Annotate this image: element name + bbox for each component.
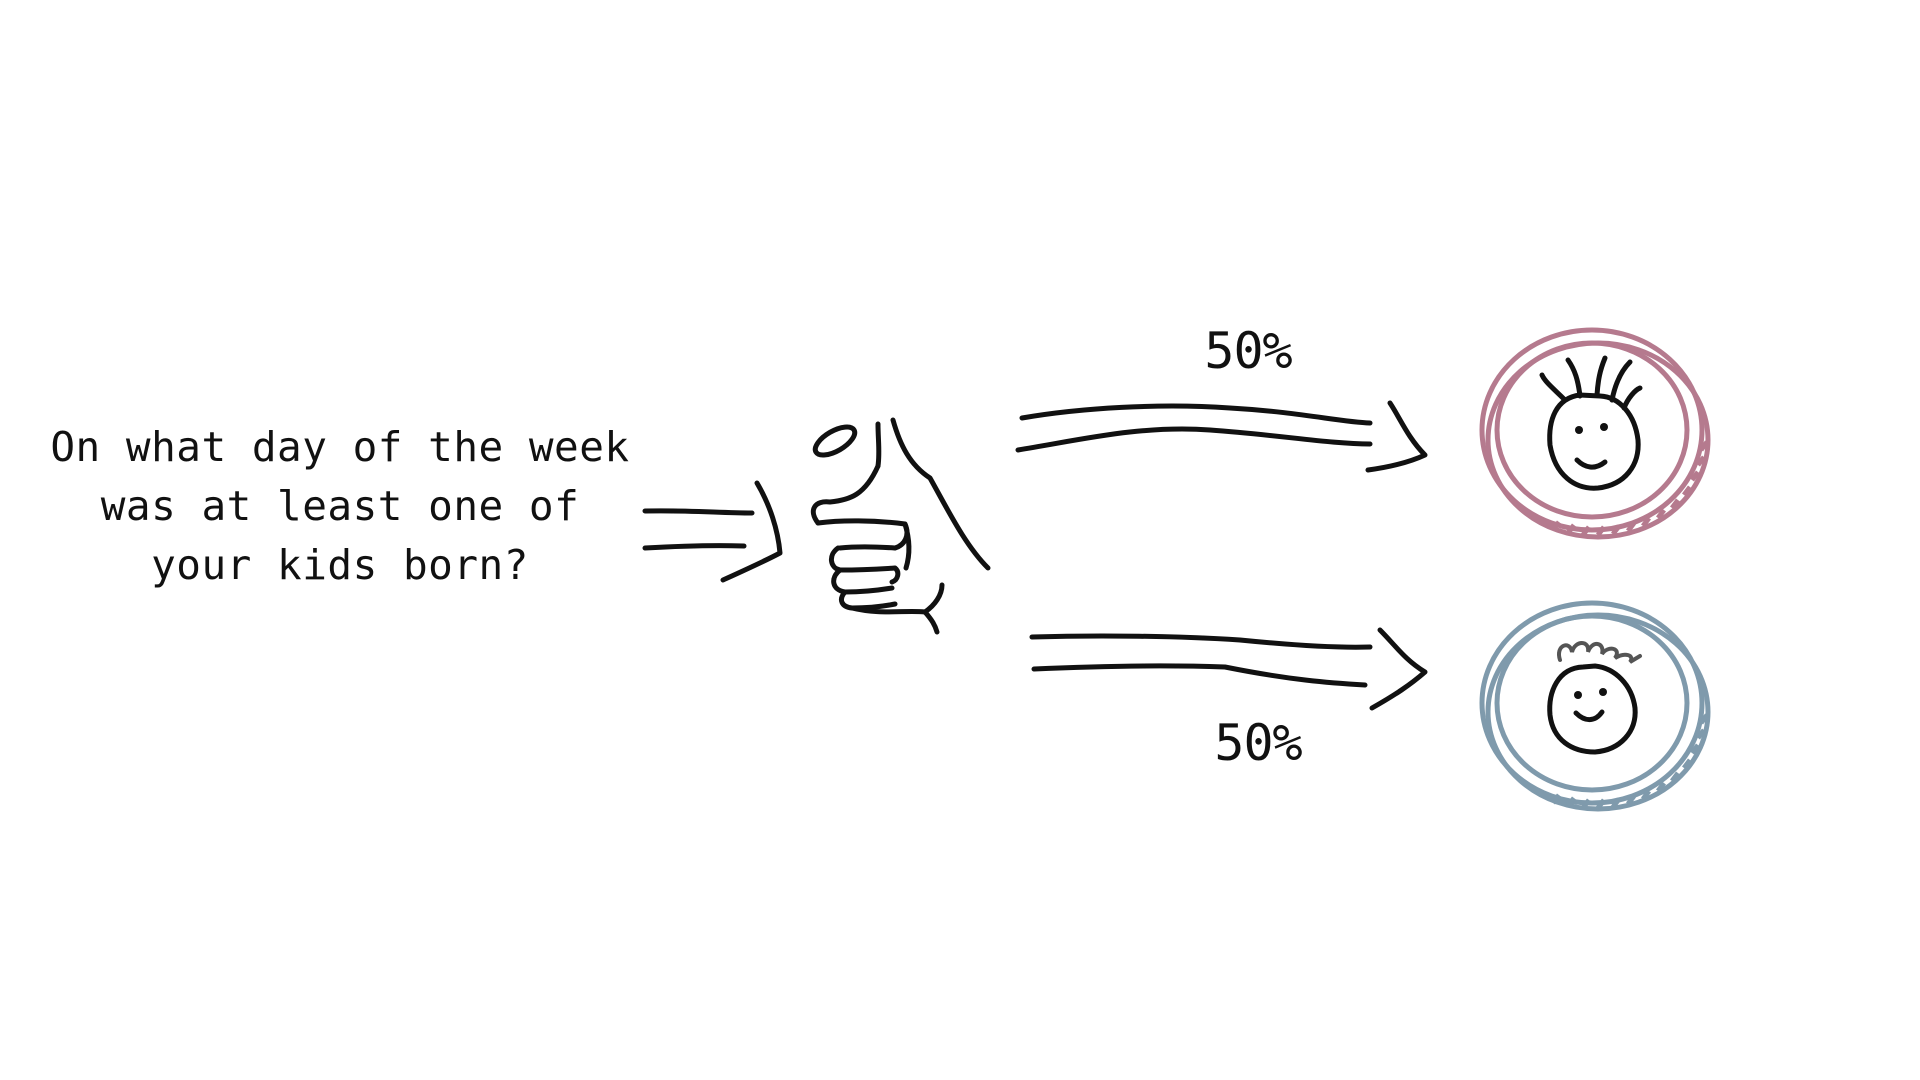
top-arrow bbox=[1015, 400, 1428, 473]
question-line-1: On what day of the week bbox=[50, 423, 630, 471]
input-arrow bbox=[642, 480, 783, 583]
boy-face-coin-icon bbox=[1479, 327, 1711, 540]
question-text: On what day of the week was at least one… bbox=[30, 418, 650, 595]
bottom-arrow bbox=[1029, 627, 1428, 711]
question-line-3: your kids born? bbox=[151, 541, 529, 589]
bottom-probability-label: 50% bbox=[1214, 714, 1302, 772]
girl-face-coin-icon bbox=[1479, 600, 1711, 812]
thumb-flipping-coin-icon bbox=[810, 417, 991, 635]
top-probability-label: 50% bbox=[1204, 322, 1292, 380]
question-line-2: was at least one of bbox=[100, 482, 580, 530]
